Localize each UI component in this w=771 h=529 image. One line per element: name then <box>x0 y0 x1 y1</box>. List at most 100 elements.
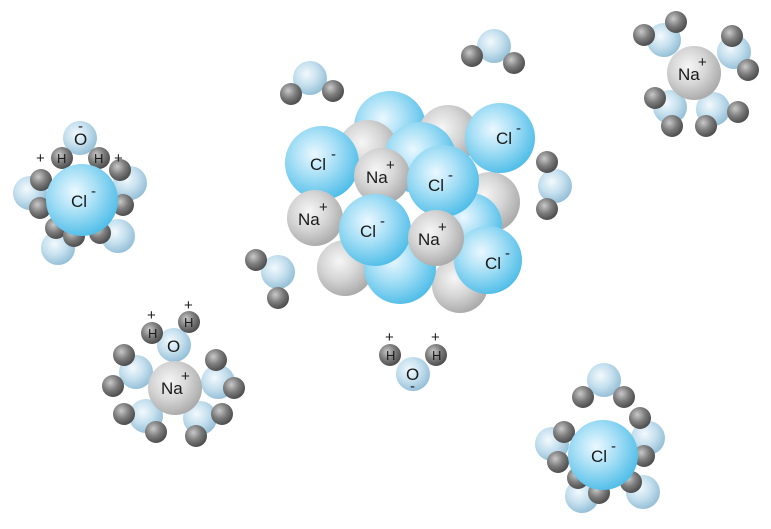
negative-charge: - <box>516 120 521 137</box>
water-hydrogen-atom <box>109 159 131 181</box>
sodium-ion <box>287 190 343 246</box>
negative-charge: - <box>611 438 616 455</box>
chloride-label: Cl <box>428 176 444 195</box>
negative-charge: - <box>91 183 96 200</box>
water-oxygen-atom <box>157 328 191 362</box>
positive-charge: + <box>438 219 447 236</box>
nacl-crystal-lattice: Cl - Cl - Na + Cl - Na + Cl - Na + Cl - <box>285 91 535 313</box>
water-hydrogen-atom <box>536 198 558 220</box>
water-hydrogen-atom <box>425 344 447 366</box>
water-oxygen-atom <box>261 255 295 289</box>
water-hydrogen-atom <box>633 24 655 46</box>
positive-charge: + <box>181 368 190 385</box>
positive-charge: + <box>319 199 328 216</box>
water-molecule <box>536 151 572 220</box>
chloride-label: Cl <box>360 222 376 241</box>
hydrated-sodium-ion: Na + <box>633 11 759 137</box>
water-hydrogen-atom <box>629 407 651 429</box>
negative-charge: - <box>505 245 510 262</box>
water-hydrogen-atom <box>245 249 267 271</box>
water-hydrogen-atom <box>461 45 483 67</box>
water-hydrogen-atom <box>644 87 666 109</box>
positive-charge: + <box>114 150 123 167</box>
chloride-ion <box>339 194 411 266</box>
water-hydrogen-atom <box>379 344 401 366</box>
water-oxygen-atom <box>538 169 572 203</box>
water-hydrogen-atom <box>665 11 687 33</box>
water-hydrogen-atom <box>503 52 525 74</box>
water-hydrogen-atom <box>178 311 200 333</box>
water-hydrogen-atom <box>661 115 683 137</box>
water-hydrogen-atom <box>547 451 569 473</box>
oxygen-label: O <box>406 365 419 384</box>
water-oxygen-atom <box>587 363 621 397</box>
chloride-label: Cl <box>496 129 512 148</box>
water-hydrogen-atom <box>267 287 289 309</box>
water-hydrogen-atom <box>88 147 110 169</box>
water-hydrogen-atom <box>30 169 52 191</box>
water-hydrogen-atom <box>721 25 743 47</box>
negative-charge: - <box>448 167 453 184</box>
negative-charge: - <box>380 213 385 230</box>
hydrated-chloride-ion: Cl - <box>535 363 665 513</box>
water-molecule: H H + + O - <box>379 329 447 395</box>
chloride-ion <box>46 164 118 236</box>
hydrogen-label: H <box>432 348 441 363</box>
water-hydrogen-atom <box>280 83 302 105</box>
water-hydrogen-atom <box>727 101 749 123</box>
positive-charge: + <box>385 329 394 346</box>
negative-charge: - <box>410 378 415 395</box>
chloride-label: Cl <box>71 192 87 211</box>
negative-charge: - <box>78 118 83 135</box>
water-hydrogen-atom <box>113 344 135 366</box>
water-hydrogen-atom <box>737 59 759 81</box>
positive-charge: + <box>386 157 395 174</box>
water-oxygen-atom <box>477 29 511 63</box>
chloride-ion <box>465 103 535 173</box>
water-hydrogen-atom <box>613 386 635 408</box>
sodium-label: Na <box>298 210 320 229</box>
sodium-label: Na <box>366 168 388 187</box>
sodium-ion <box>667 46 721 100</box>
hydrogen-label: H <box>57 151 66 166</box>
water-molecule <box>461 29 525 74</box>
sodium-label: Na <box>161 379 183 398</box>
water-hydrogen-atom <box>322 80 344 102</box>
positive-charge: + <box>184 297 193 314</box>
water-hydrogen-atom <box>695 115 717 137</box>
positive-charge: + <box>147 307 156 324</box>
positive-charge: + <box>698 54 707 71</box>
water-hydrogen-atom <box>205 349 227 371</box>
chloride-label: Cl <box>310 155 326 174</box>
hydrogen-label: H <box>94 151 103 166</box>
water-hydrogen-atom <box>553 421 575 443</box>
water-hydrogen-atom <box>145 421 167 443</box>
positive-charge: + <box>36 150 45 167</box>
positive-charge: + <box>431 329 440 346</box>
water-hydrogen-atom <box>536 151 558 173</box>
sodium-ion <box>148 361 202 415</box>
hydrogen-label: H <box>184 315 193 330</box>
sodium-ion <box>354 148 410 204</box>
chloride-ion <box>568 420 638 490</box>
negative-charge: - <box>331 146 336 163</box>
water-hydrogen-atom <box>102 375 124 397</box>
water-hydrogen-atom <box>633 445 655 467</box>
water-hydrogen-atom <box>51 147 73 169</box>
water-hydrogen-atom <box>211 403 233 425</box>
sodium-label: Na <box>418 230 440 249</box>
chloride-ion <box>454 226 522 294</box>
oxygen-label: O <box>74 130 87 149</box>
chloride-ion <box>285 126 359 200</box>
water-hydrogen-atom <box>572 386 594 408</box>
hydrogen-label: H <box>386 348 395 363</box>
hydrated-chloride-ion: Cl - O - H H + + <box>13 118 147 265</box>
chloride-label: Cl <box>591 447 607 466</box>
water-molecule <box>280 61 344 105</box>
water-oxygen-atom <box>396 357 430 391</box>
chloride-ion <box>407 145 479 217</box>
sodium-ion <box>408 210 464 266</box>
sodium-label: Na <box>678 65 700 84</box>
oxygen-label: O <box>167 337 180 356</box>
